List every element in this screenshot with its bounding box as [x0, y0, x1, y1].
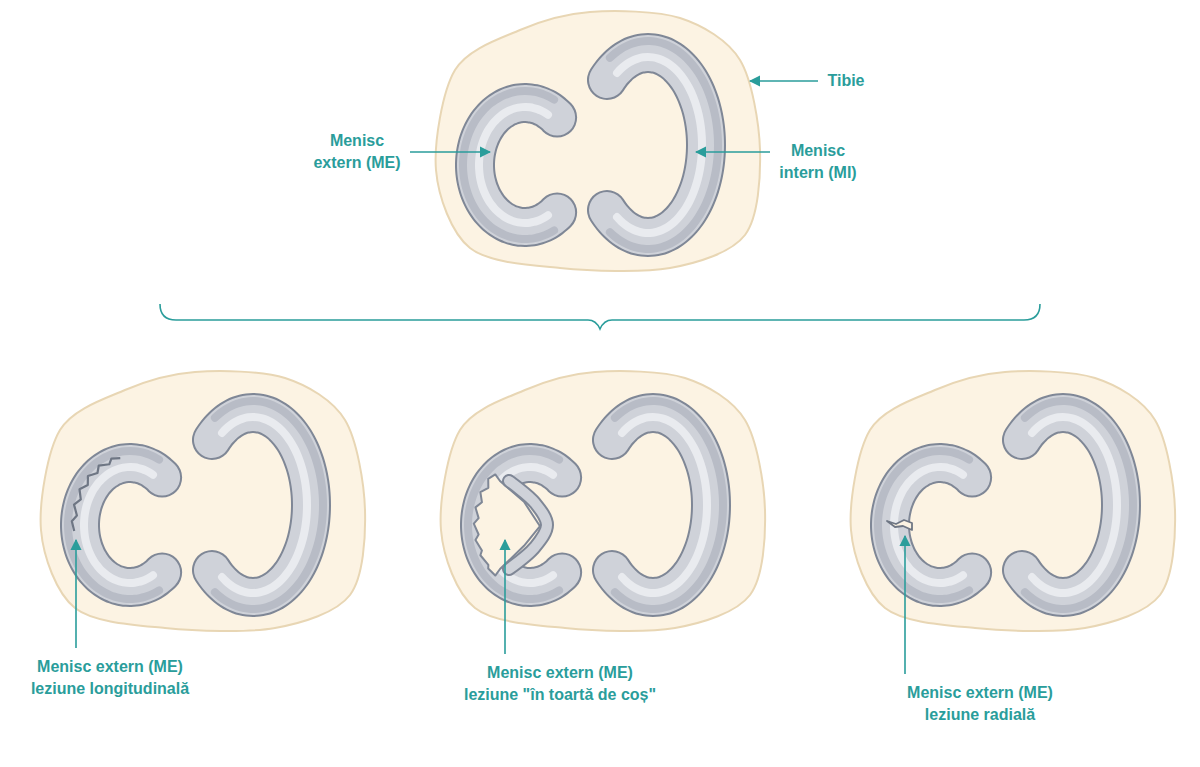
- part-label: Tibie: [826, 70, 866, 92]
- meniscus-outline: [212, 413, 311, 597]
- meniscus-highlight: [222, 417, 307, 593]
- meniscus-shade: [463, 91, 554, 239]
- meniscus-body: [475, 103, 557, 227]
- meniscus-highlight: [617, 57, 702, 233]
- meniscus-body: [80, 463, 162, 587]
- leader-line: [410, 151, 490, 153]
- knee-panel: [441, 371, 765, 631]
- grouping-brace: [160, 304, 1040, 329]
- lesion-caption: Menisc extern (ME) leziune radială: [906, 682, 1055, 726]
- meniscus-outline: [80, 463, 162, 587]
- knee-panel: [851, 371, 1175, 631]
- meniscus-outline: [612, 413, 711, 597]
- meniscus-highlight: [622, 417, 707, 593]
- meniscus-shade: [468, 451, 559, 599]
- leader-line: [904, 536, 906, 674]
- leader-line: [750, 80, 818, 82]
- tibia-plateau: [436, 11, 760, 271]
- meniscus-shade: [610, 41, 718, 249]
- meniscus-highlight: [1032, 417, 1117, 593]
- lesion-caption: Menisc extern (ME) leziune longitudinală: [30, 656, 191, 700]
- leader-line: [504, 540, 506, 654]
- meniscus-outline: [1022, 413, 1121, 597]
- knee-panel: [436, 11, 760, 271]
- leader-line: [75, 540, 77, 648]
- meniscus-highlight: [84, 467, 153, 583]
- meniscus-shade: [878, 451, 969, 599]
- meniscus-outline: [607, 53, 706, 237]
- meniscus-shade: [215, 401, 323, 609]
- leader-line: [696, 151, 770, 153]
- meniscus-shade: [68, 451, 159, 599]
- meniscus-body: [212, 413, 311, 597]
- meniscus-body: [612, 413, 711, 597]
- tibia-plateau: [851, 371, 1175, 631]
- knee-panel: [41, 371, 365, 631]
- bucket-handle: [509, 481, 547, 569]
- meniscus-body: [607, 53, 706, 237]
- bucket-handle-outline: [509, 481, 547, 569]
- part-label: Menisc intern (MI): [778, 140, 858, 184]
- radial-tear: [887, 520, 912, 530]
- meniscus-shade: [615, 401, 723, 609]
- knee-panels: [41, 11, 1175, 631]
- longitudinal-tear: [72, 458, 120, 531]
- tibia-plateau: [41, 371, 365, 631]
- part-label: Menisc extern (ME): [312, 130, 402, 174]
- lesion-caption: Menisc extern (ME) leziune "în toartă de…: [463, 662, 658, 706]
- meniscus-highlight: [479, 107, 548, 223]
- meniscus-shade: [1025, 401, 1133, 609]
- meniscus-body: [1022, 413, 1121, 597]
- meniscus-outline: [475, 103, 557, 227]
- tibia-plateau: [441, 371, 765, 631]
